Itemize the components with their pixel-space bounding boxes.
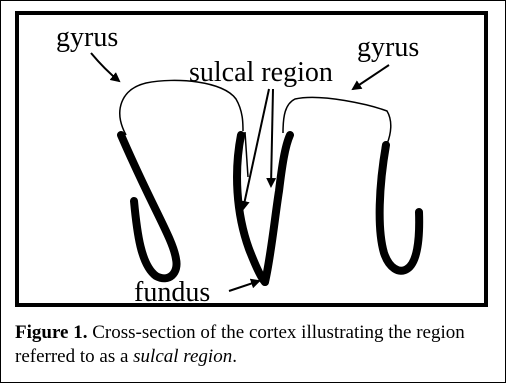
gray-matter-right-loop <box>380 145 420 271</box>
arrow-fundus <box>229 281 259 291</box>
cortex-diagram: gyrus gyrus sulcal region fundus <box>1 1 506 311</box>
cortex-surface-right <box>283 97 391 144</box>
caption-end: . <box>232 346 237 367</box>
label-fundus: fundus <box>134 277 210 308</box>
label-gyrus-right: gyrus <box>357 32 419 63</box>
arrow-sulcal-1 <box>243 89 269 209</box>
label-gyrus-left: gyrus <box>56 22 118 53</box>
label-sulcal-region: sulcal region <box>189 57 333 88</box>
arrow-gyrus-left <box>91 53 119 81</box>
gray-matter-sulcal-left <box>237 135 265 282</box>
gray-matter-sulcal-right <box>265 135 290 282</box>
sulcus-gap-line <box>245 132 248 177</box>
arrow-gyrus-right <box>353 65 389 89</box>
arrow-sulcal-2 <box>271 89 273 186</box>
cortex-surface-left <box>120 80 243 135</box>
figure-caption: Figure 1. Cross-section of the cortex il… <box>15 321 495 369</box>
caption-label: Figure 1. <box>15 322 87 343</box>
gray-matter-left-loop <box>121 135 177 278</box>
caption-emphasis: sulcal region <box>133 346 232 367</box>
